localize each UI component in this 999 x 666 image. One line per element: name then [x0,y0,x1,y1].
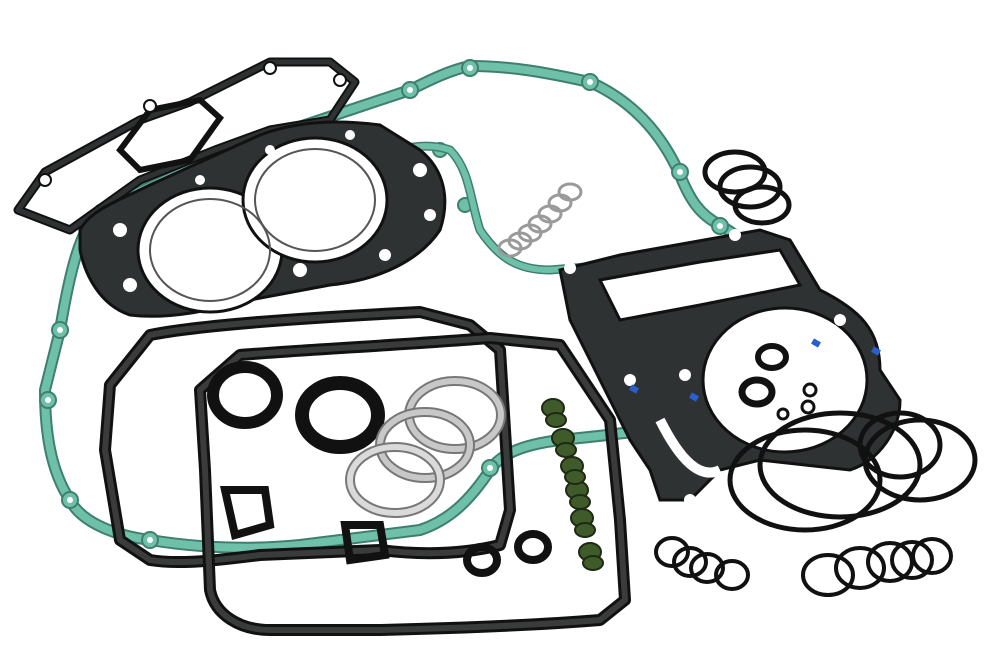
small-o-rings-right-inner [738,343,818,421]
spark-plug-seals [207,361,385,454]
metal-washers [497,182,583,258]
o-rings-bottom-right [654,536,953,597]
large-o-rings-right [727,410,978,533]
exhaust-rings [345,376,506,518]
o-rings-top-right [702,149,792,226]
cylinder-head-gasket [78,120,447,318]
valve-cover-rubber-gasket-center [194,332,631,636]
small-o-rings-center [463,530,552,577]
valve-cover-plate-gasket [13,57,360,235]
valve-stem-seals [541,398,604,571]
